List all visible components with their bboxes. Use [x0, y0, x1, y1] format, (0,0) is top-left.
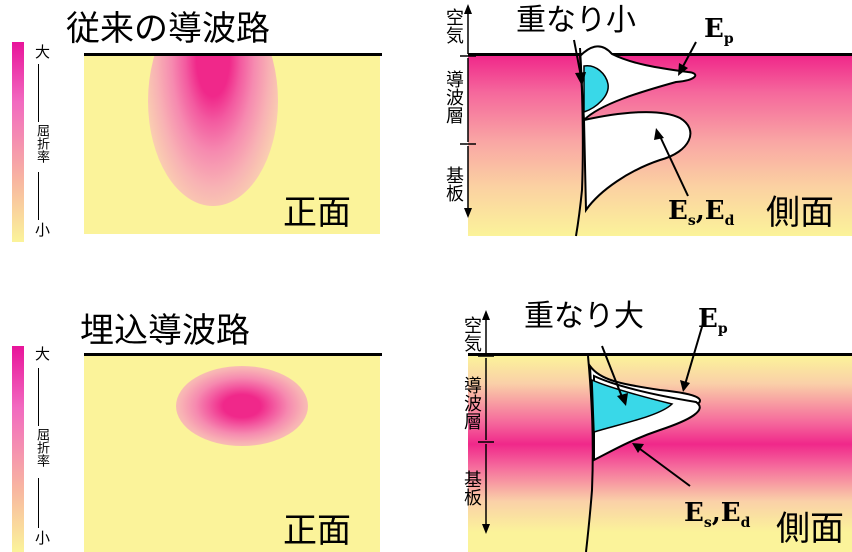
front-label-bottom: 正面: [283, 511, 351, 551]
arrow-down-icon: [38, 478, 39, 528]
layer-substrate-top: 基板: [443, 166, 464, 202]
arrow-up-icon: [38, 368, 39, 426]
side-label-bottom: 側面: [776, 509, 844, 549]
overlap-region-bottom: [591, 378, 674, 434]
front-label-top: 正面: [283, 193, 351, 233]
title-conventional: 従来の導波路: [66, 9, 270, 49]
arrowhead-es-bottom: [632, 443, 644, 453]
profile-ep-top: [578, 45, 697, 123]
arrow-es-bottom: [635, 445, 691, 487]
arrowhead-ep-bottom: [680, 380, 690, 392]
surface-line-side-bottom: [468, 353, 852, 356]
side-view-buried: [468, 356, 852, 552]
layer-air-bottom: 空気: [461, 316, 482, 352]
arrowhead-overlap-bottom: [617, 393, 628, 406]
arrow-ep-bottom: [683, 319, 705, 389]
scale-label-large-top: 大: [33, 44, 51, 59]
scale-label-large-bottom: 大: [33, 346, 51, 361]
arrowhead-es-top: [654, 128, 664, 140]
arrow-es-top: [657, 131, 689, 197]
layer-substrate-bottom: 基板: [461, 470, 482, 506]
scale-label-middle-bottom: 屈折率: [34, 428, 49, 467]
mode-field-contour: [176, 366, 308, 446]
depth-axis-bottom: [585, 355, 594, 552]
es-ed-label-top: Es,Ed: [668, 196, 735, 230]
arrow-up-icon: [38, 64, 39, 122]
side-label-top: 側面: [766, 193, 834, 233]
scale-label-small-bottom: 小: [33, 530, 51, 545]
layer-guide-bottom: 導波層: [461, 376, 482, 430]
front-view-buried: [84, 356, 380, 552]
overlap-label-top: 重なり小: [516, 3, 636, 38]
arrow-overlap-bottom: [601, 345, 625, 403]
title-buried: 埋込導波路: [80, 311, 250, 351]
arrowhead-overlap-top: [575, 72, 586, 86]
surface-line-side-top: [468, 53, 852, 56]
profile-es-ed-top: [582, 111, 692, 214]
refractive-index-scale-top: [12, 42, 24, 242]
overlap-region-top: [583, 65, 609, 114]
surface-line-top: [84, 53, 382, 56]
ep-label-bottom: Ep: [698, 304, 728, 338]
scale-label-middle-top: 屈折率: [34, 124, 49, 163]
scale-label-small-top: 小: [33, 222, 51, 237]
layer-air-top: 空気: [443, 8, 464, 44]
overlap-label-bottom: 重なり大: [524, 299, 644, 334]
surface-line-bottom: [84, 353, 382, 356]
es-ed-label-bottom: Es,Ed: [684, 498, 751, 532]
front-view-conventional: [84, 56, 380, 234]
refractive-index-scale-bottom: [12, 346, 24, 552]
ep-label-top: Ep: [704, 14, 734, 48]
layer-guide-top: 導波層: [443, 70, 464, 124]
arrowhead-ep-top: [678, 63, 688, 76]
arrow-down-icon: [38, 172, 39, 220]
